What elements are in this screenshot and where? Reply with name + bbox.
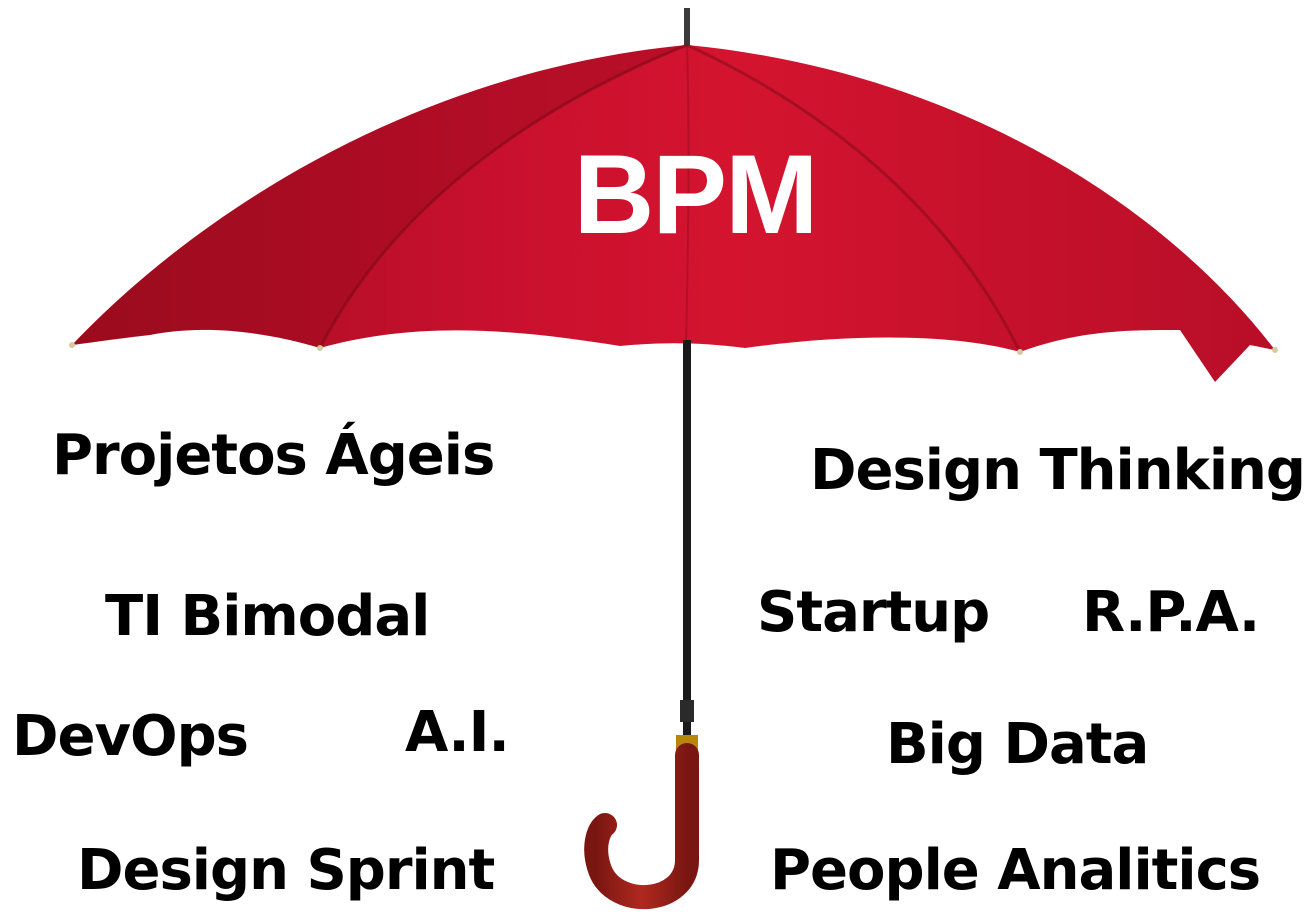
term-ai: A.I. [405,700,510,765]
term-people-analitics: People Analitics [770,838,1261,903]
term-design-thinking: Design Thinking [810,438,1305,503]
term-design-sprint: Design Sprint [77,838,495,903]
canopy-shade-left [72,45,687,348]
rib-tip [317,345,323,351]
umbrella-shaft [683,340,691,740]
rib-tip [1017,349,1023,355]
umbrella-canopy [72,45,1275,382]
term-rpa: R.P.A. [1082,580,1260,645]
term-ti-bimodal: TI Bimodal [105,584,430,649]
term-big-data: Big Data [886,712,1149,777]
canopy-seam-left [318,43,688,349]
term-startup: Startup [757,580,990,645]
canopy-seam-right [686,43,1022,353]
rib-tip [69,342,75,348]
canopy-seam-center [685,44,690,346]
term-projetos-ageis: Projetos Ágeis [52,423,495,488]
rib-tip [1272,347,1278,353]
umbrella-title: BPM [573,132,819,257]
umbrella-runner [680,700,694,722]
umbrella-handle [584,743,699,910]
term-devops: DevOps [12,704,249,769]
umbrella-tip [684,8,690,48]
